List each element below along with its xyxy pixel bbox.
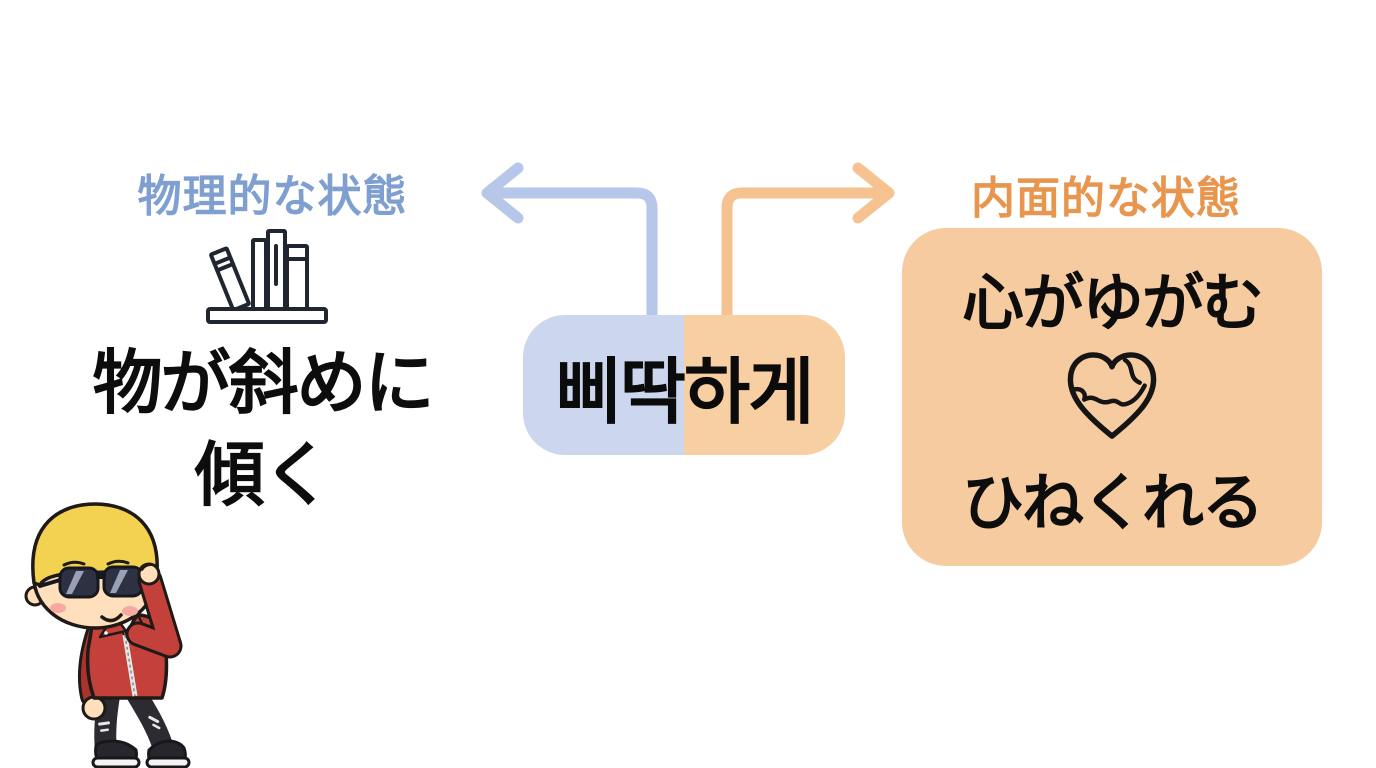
arrow-right-icon <box>721 162 895 324</box>
right-eyebrow <box>106 559 130 566</box>
center-term-pill: 삐딱하게 <box>523 315 845 455</box>
left-fist <box>81 695 107 721</box>
right-branch-label: 内面的な状態 <box>971 173 1241 224</box>
left-blush <box>50 603 66 613</box>
arrow-left-icon <box>481 162 658 324</box>
bookshelf-icon <box>206 229 328 324</box>
left-meaning-line2: 傾く <box>194 433 333 516</box>
left-eyebrow <box>62 560 86 567</box>
right-meaning-line1: 心がゆがむ <box>961 266 1264 339</box>
left-meaning-line1: 物が斜めに <box>92 342 435 424</box>
raised-arm <box>128 570 180 656</box>
right-meaning-line2: ひねくれる <box>961 466 1264 539</box>
smile <box>100 613 123 623</box>
korean-word: 삐딱하게 <box>555 349 815 434</box>
finger-line <box>141 564 152 571</box>
right-meaning-box: 心がゆがむ ひねくれる <box>902 228 1322 566</box>
mascot-character <box>24 502 191 768</box>
raised-hand <box>137 562 161 586</box>
left-branch-label: 物理的な状態 <box>137 171 408 222</box>
sneakers <box>91 739 191 768</box>
distorted-heart-icon <box>1067 352 1157 439</box>
right-blush <box>122 606 138 616</box>
jeans-rips <box>98 715 161 732</box>
left-meaning-text: 物が斜めに 傾く <box>40 338 485 521</box>
